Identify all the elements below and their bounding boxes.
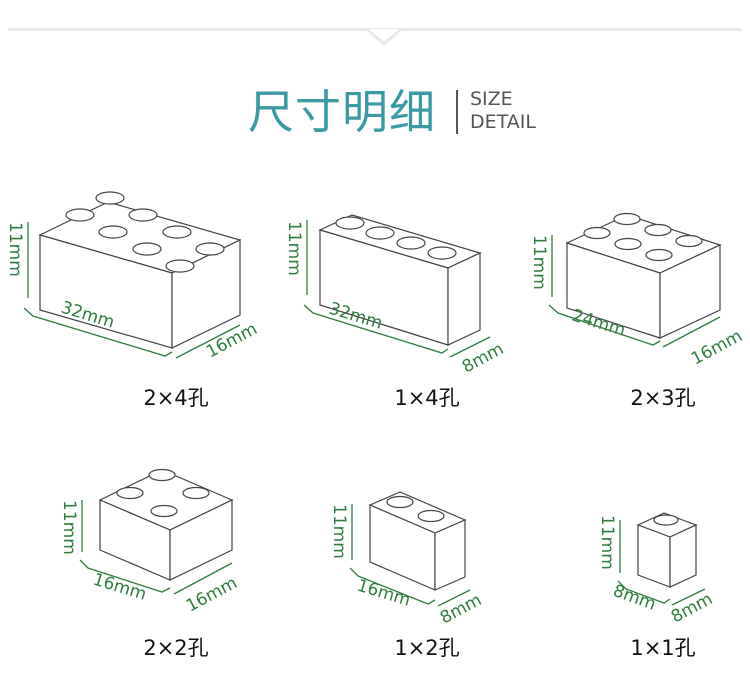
brick-2x4-height: 11mm bbox=[5, 222, 25, 277]
brick-1x4-width: 8mm bbox=[459, 339, 507, 377]
brick-1x4-height: 11mm bbox=[284, 221, 304, 276]
brick-1x1-label: 1×1孔 bbox=[630, 636, 696, 660]
brick-2x3-studs bbox=[583, 212, 703, 262]
brick-1x4-label: 1×4孔 bbox=[394, 386, 460, 410]
brick-2x3-label: 2×3孔 bbox=[630, 386, 696, 410]
brick-2x4-diagram: 11mm 32mm 16mm bbox=[5, 191, 261, 362]
title-english: SIZE DETAIL bbox=[470, 88, 536, 134]
brick-2x2-width: 16mm bbox=[183, 573, 241, 616]
title-english-line2: DETAIL bbox=[470, 111, 536, 133]
brick-1x4-studs bbox=[335, 216, 457, 260]
brick-1x2-studs bbox=[386, 495, 445, 523]
title-english-line1: SIZE bbox=[470, 88, 513, 110]
title-chinese: 尺寸明细 bbox=[248, 85, 436, 139]
brick-2x2-diagram: 11mm 16mm 16mm bbox=[59, 468, 241, 616]
brick-1x2-width: 8mm bbox=[437, 590, 485, 628]
brick-2x2-label: 2×2孔 bbox=[143, 636, 209, 660]
brick-1x2-height: 11mm bbox=[329, 504, 349, 559]
brick-1x2-body bbox=[368, 491, 467, 591]
brick-1x1-height: 11mm bbox=[597, 515, 617, 570]
brick-1x4-body bbox=[318, 214, 482, 346]
brick-2x4-studs bbox=[65, 191, 225, 273]
brick-2x2-length: 16mm bbox=[91, 570, 149, 605]
brick-2x2-height: 11mm bbox=[59, 500, 79, 555]
brick-1x1-studs bbox=[653, 514, 679, 526]
brick-1x4-diagram: 11mm 32mm 8mm bbox=[284, 214, 507, 377]
brick-1x2-diagram: 11mm 16mm 8mm bbox=[329, 491, 485, 628]
brick-2x4-body bbox=[38, 191, 242, 349]
brick-2x3-body bbox=[565, 212, 722, 339]
title-separator bbox=[456, 90, 458, 134]
brick-1x2-length: 16mm bbox=[355, 576, 413, 611]
brick-2x2-studs bbox=[116, 468, 210, 518]
brick-2x4-label: 2×4孔 bbox=[143, 386, 209, 410]
brick-1x1-length: 8mm bbox=[610, 581, 658, 615]
brick-2x3-width: 16mm bbox=[688, 326, 746, 369]
brick-1x1-body bbox=[636, 512, 698, 588]
brick-2x2-body bbox=[98, 468, 234, 581]
brick-1x2-label: 1×2孔 bbox=[394, 636, 460, 660]
brick-2x3-height: 11mm bbox=[529, 235, 549, 290]
brick-1x1-diagram: 11mm 8mm 8mm bbox=[597, 512, 716, 627]
divider-notch bbox=[366, 29, 402, 46]
brick-2x3-diagram: 11mm 24mm 16mm bbox=[529, 212, 746, 369]
